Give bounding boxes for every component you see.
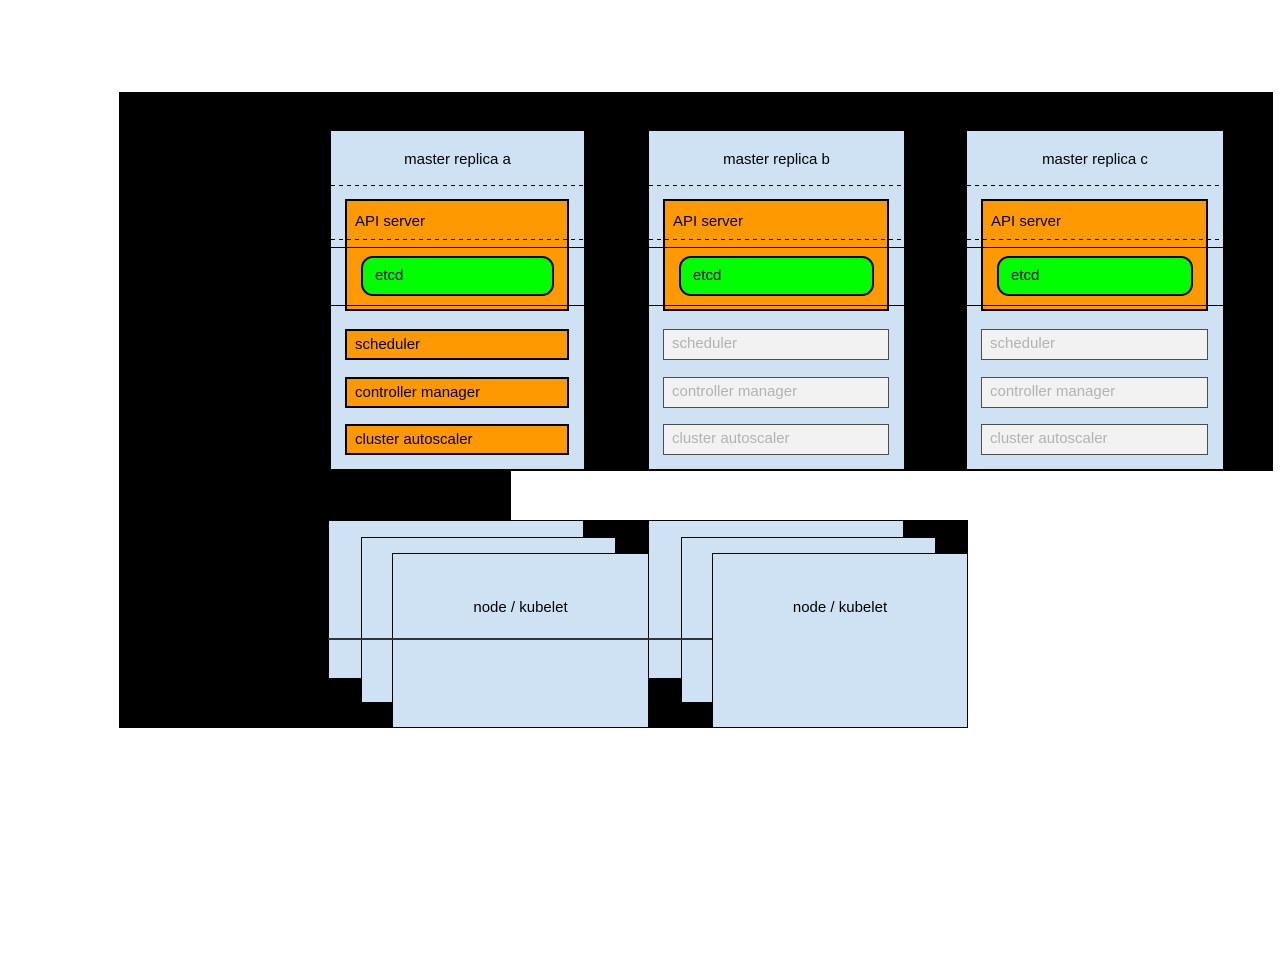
master-title: master replica c xyxy=(1042,151,1148,168)
master-replica-b-box: master replica b API server etcd schedul… xyxy=(648,130,905,470)
lane-divider-solid-upper xyxy=(331,247,584,248)
lane-divider-dashed-mid xyxy=(331,239,584,240)
controller-manager-box: controller manager xyxy=(663,377,889,408)
etcd-box: etcd xyxy=(997,256,1193,296)
scheduler-box: scheduler xyxy=(663,329,889,360)
lane-divider-solid-lower xyxy=(649,305,904,306)
node-box-front: node / kubelet xyxy=(392,553,649,728)
cluster-autoscaler-box: cluster autoscaler xyxy=(981,424,1208,455)
lane-divider-dashed-top xyxy=(331,185,584,186)
controller-manager-box: controller manager xyxy=(981,377,1208,408)
master-title: master replica b xyxy=(723,151,830,168)
api-server-label: API server xyxy=(355,213,426,230)
node-label: node / kubelet xyxy=(792,599,888,616)
lane-divider-dashed-mid xyxy=(967,239,1223,240)
controller-manager-box: controller manager xyxy=(345,377,569,408)
master-replica-c-box: master replica c API server etcd schedul… xyxy=(966,130,1224,470)
etcd-box: etcd xyxy=(361,256,554,296)
scheduler-box: scheduler xyxy=(345,329,569,360)
lane-divider-dashed-top xyxy=(967,185,1223,186)
lane-divider-solid-lower xyxy=(331,305,584,306)
node-lane-divider-line xyxy=(328,638,713,640)
lane-divider-dashed-mid xyxy=(649,239,904,240)
master-title: master replica a xyxy=(404,151,511,168)
cluster-autoscaler-box: cluster autoscaler xyxy=(345,424,569,455)
api-server-label: API server xyxy=(673,213,744,230)
node-label: node / kubelet xyxy=(473,599,568,616)
node-box-front: node / kubelet xyxy=(712,553,968,728)
cluster-autoscaler-box: cluster autoscaler xyxy=(663,424,889,455)
api-server-label: API server xyxy=(991,213,1062,230)
scheduler-box: scheduler xyxy=(981,329,1208,360)
lane-divider-dashed-top xyxy=(649,185,904,186)
lane-divider-solid-lower xyxy=(967,305,1223,306)
etcd-box: etcd xyxy=(679,256,874,296)
lane-divider-solid-upper xyxy=(967,247,1223,248)
lane-divider-solid-upper xyxy=(649,247,904,248)
master-replica-a-box: master replica a API server etcd schedul… xyxy=(330,130,585,470)
